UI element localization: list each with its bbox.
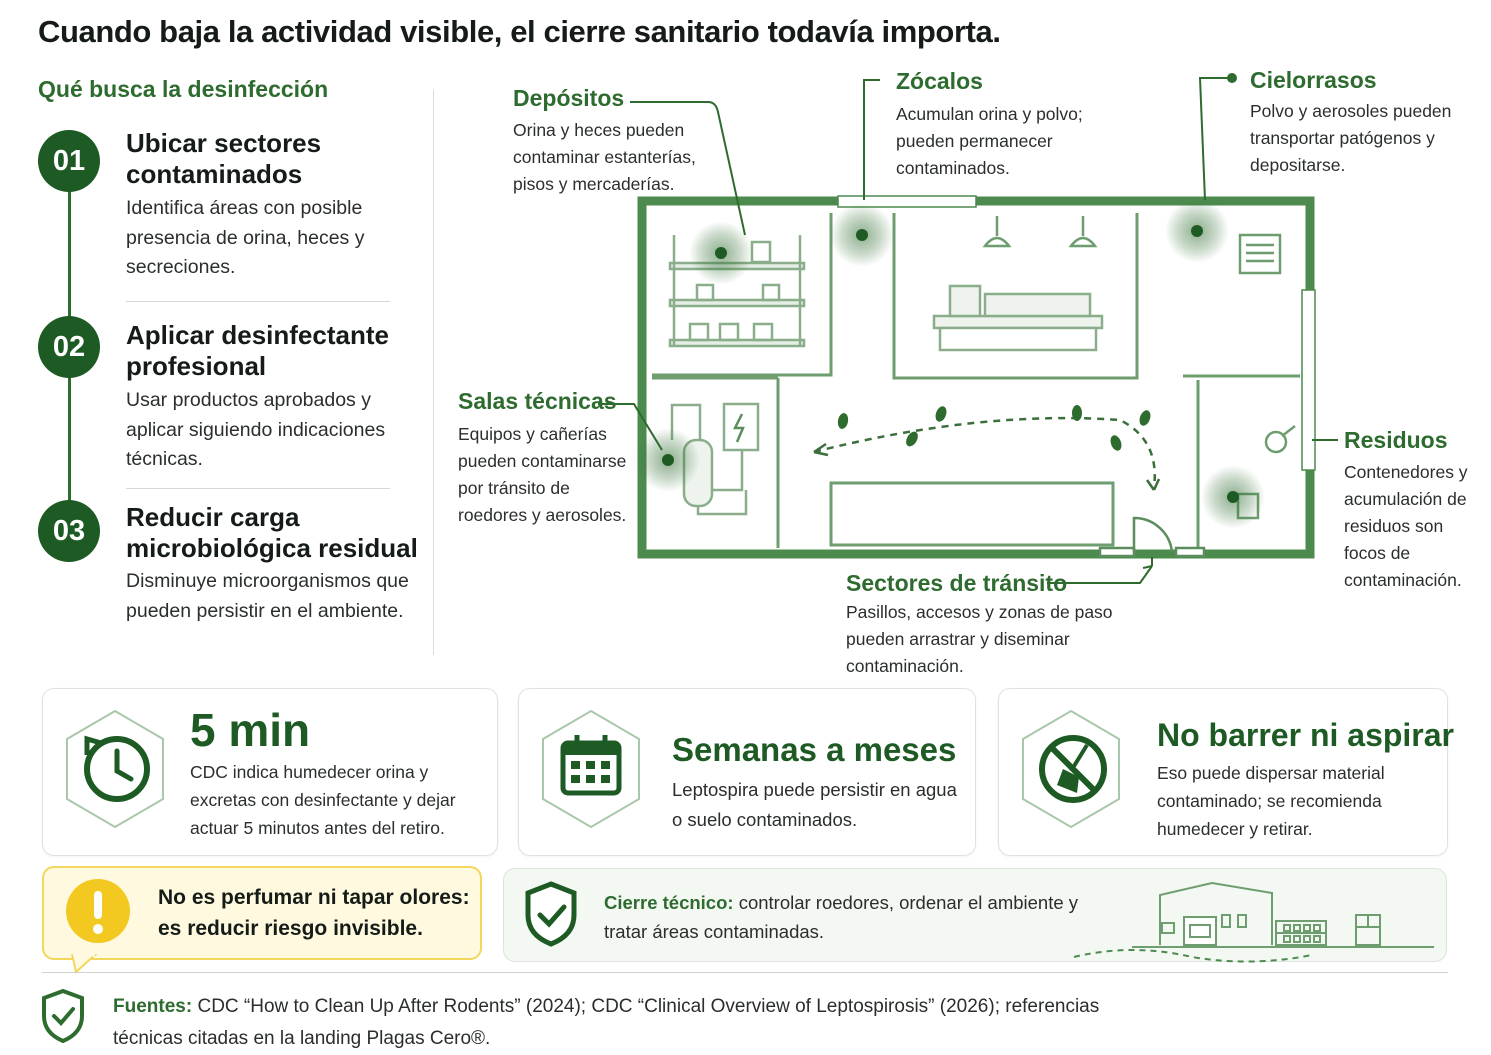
no-broom-icon xyxy=(1022,709,1120,829)
card-3-big: No barrer ni aspirar xyxy=(1157,717,1454,753)
step-title-3: Reducir carga microbiológica residual xyxy=(126,502,418,563)
label-transito-title: Sectores de tránsito xyxy=(846,570,1068,596)
closure-banner: Cierre técnico: controlar roedores, orde… xyxy=(503,868,1447,963)
card-1-desc: CDC indica humedecer orina y excretas co… xyxy=(190,762,456,838)
shield-check-icon xyxy=(525,881,577,947)
sources-text: Fuentes: CDC “How to Clean Up After Rode… xyxy=(113,991,1113,1055)
warehouse-icon xyxy=(1073,881,1434,963)
vertical-divider xyxy=(433,90,434,655)
shield-check-icon xyxy=(42,988,84,1044)
card-3-desc: Eso puede dispersar material contaminado… xyxy=(1157,763,1385,839)
label-depositos-title: Depósitos xyxy=(513,85,625,111)
step-desc-1: Identifica áreas con posible presencia d… xyxy=(126,197,365,278)
label-cielorrasos-title: Cielorrasos xyxy=(1250,67,1377,93)
card-2-big: Semanas a meses xyxy=(672,731,957,768)
closure-text: Cierre técnico: controlar roedores, orde… xyxy=(604,888,1104,946)
warning-text: No es perfumar ni tapar olores: es reduc… xyxy=(158,886,470,940)
card-2-desc: Leptospira puede persistir en agua o sue… xyxy=(672,779,957,830)
callout-tail xyxy=(70,954,98,974)
step-title-1: Ubicar sectores contaminados xyxy=(126,128,322,189)
step-number-3: 03 xyxy=(38,500,100,562)
label-depositos-desc: Orina y heces pueden contaminar estanter… xyxy=(513,120,696,194)
contamination-hotspots xyxy=(636,199,1265,529)
step-title-2: Aplicar desinfectante profesional xyxy=(126,320,389,381)
card-no-barrer: No barrer ni aspirar Eso puede dispersar… xyxy=(998,688,1454,856)
step-separator xyxy=(126,301,390,302)
step-number-2: 02 xyxy=(38,316,100,378)
sources-body: CDC “How to Clean Up After Rodents” (202… xyxy=(113,996,1100,1049)
card-5-min: 5 min CDC indica humedecer orina y excre… xyxy=(42,688,498,856)
step-desc-3: Disminuye microorganismos que pueden per… xyxy=(126,570,409,622)
step-separator xyxy=(126,488,390,489)
label-salas-desc: Equipos y cañerías pueden contaminarse p… xyxy=(458,424,627,525)
label-salas-title: Salas técnicas xyxy=(458,388,617,414)
card-semanas: Semanas a meses Leptospira puede persist… xyxy=(518,688,976,856)
label-zocalos-title: Zócalos xyxy=(896,68,983,94)
step-desc-2: Usar productos aprobados y aplicar sigui… xyxy=(126,389,386,470)
calendar-icon xyxy=(542,709,640,829)
label-zocalos-desc: Acumulan orina y polvo; pueden permanece… xyxy=(896,104,1083,178)
closure-body: controlar roedores, ordenar el ambiente … xyxy=(604,892,1079,942)
label-transito-desc: Pasillos, accesos y zonas de paso pueden… xyxy=(846,602,1113,676)
exclamation-icon xyxy=(66,879,130,943)
floor-plan-diagram xyxy=(598,73,1338,584)
clock-icon xyxy=(66,709,164,829)
page-title: Cuando baja la actividad visible, el cie… xyxy=(38,14,1001,49)
label-cielorrasos-desc: Polvo y aerosoles pueden transportar pat… xyxy=(1250,101,1452,175)
card-1-big: 5 min xyxy=(190,704,311,756)
footer-divider xyxy=(42,972,1448,973)
closure-label: Cierre técnico: xyxy=(604,892,734,913)
label-residuos-desc: Contenedores y acumulación de residuos s… xyxy=(1344,462,1468,590)
section-title: Qué busca la desinfección xyxy=(38,76,329,102)
step-number-1: 01 xyxy=(38,130,100,192)
label-residuos-title: Residuos xyxy=(1344,427,1448,453)
sources-label: Fuentes: xyxy=(113,996,193,1017)
warning-callout: No es perfumar ni tapar olores: es reduc… xyxy=(42,866,482,960)
